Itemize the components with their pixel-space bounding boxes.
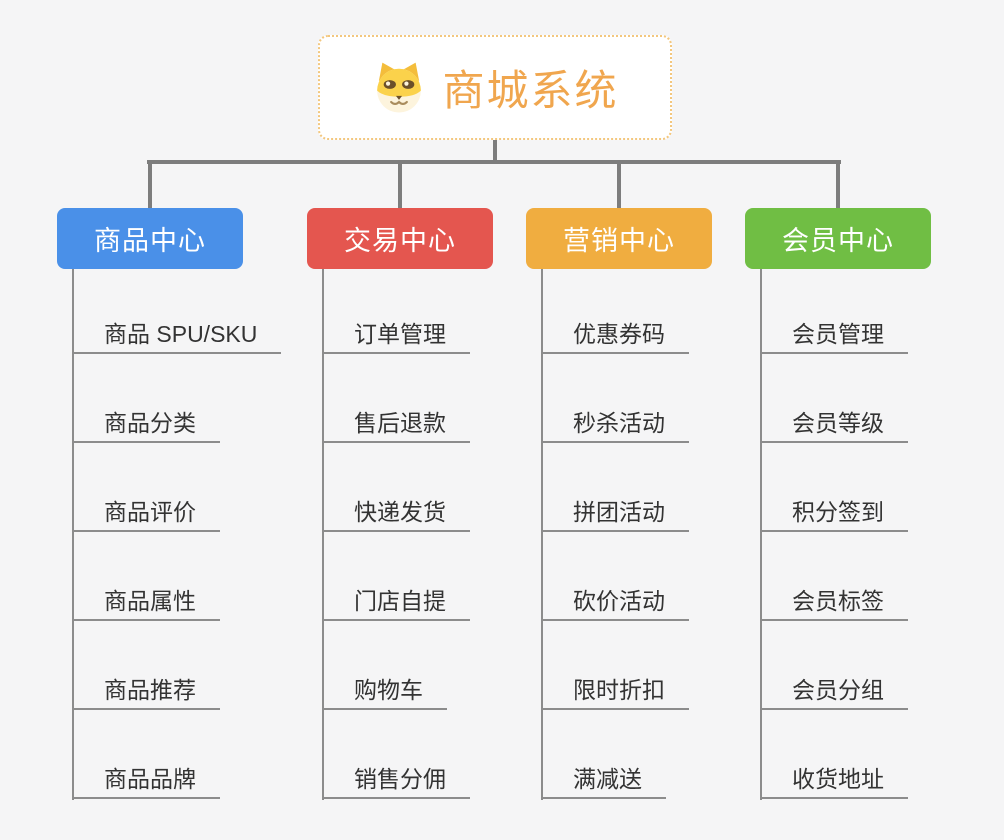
branch-item[interactable]: 商品推荐	[72, 621, 220, 710]
branch-connector-line	[72, 269, 74, 800]
branch-item[interactable]: 收货地址	[760, 710, 908, 799]
branch-header[interactable]: 商品中心	[57, 208, 243, 269]
connector-branch-drop	[398, 160, 402, 209]
branch-item[interactable]: 购物车	[322, 621, 447, 710]
branch-item[interactable]: 会员管理	[760, 265, 908, 354]
branch-item[interactable]: 订单管理	[322, 265, 470, 354]
branch-item[interactable]: 拼团活动	[541, 443, 689, 532]
branch-item[interactable]: 商品分类	[72, 354, 220, 443]
branch-item-list: 优惠券码秒杀活动拼团活动砍价活动限时折扣满减送	[526, 265, 689, 799]
branch-item[interactable]: 售后退款	[322, 354, 470, 443]
branch-label: 会员中心	[782, 226, 894, 256]
branch-2: 营销中心 优惠券码秒杀活动拼团活动砍价活动限时折扣满减送	[526, 208, 712, 800]
branch-item[interactable]: 会员等级	[760, 354, 908, 443]
branch-label: 交易中心	[344, 226, 456, 256]
branch-connector-line	[541, 269, 543, 800]
branch-item[interactable]: 积分签到	[760, 443, 908, 532]
branch-item[interactable]: 销售分佣	[322, 710, 470, 799]
root-node[interactable]: 商城系统	[318, 35, 672, 140]
branch-header[interactable]: 会员中心	[745, 208, 931, 269]
branch-item[interactable]: 快递发货	[322, 443, 470, 532]
branch-1: 交易中心 订单管理售后退款快递发货门店自提购物车销售分佣	[307, 208, 493, 800]
branch-label: 营销中心	[563, 226, 675, 256]
branch-item[interactable]: 商品属性	[72, 532, 220, 621]
connector-root-drop	[493, 138, 497, 164]
branch-item[interactable]: 优惠券码	[541, 265, 689, 354]
branch-item[interactable]: 门店自提	[322, 532, 470, 621]
branch-label: 商品中心	[94, 226, 206, 256]
connector-trunk-horizontal	[147, 160, 841, 164]
branch-connector-line	[760, 269, 762, 800]
branch-item[interactable]: 商品评价	[72, 443, 220, 532]
branch-header[interactable]: 营销中心	[526, 208, 712, 269]
branch-item[interactable]: 砍价活动	[541, 532, 689, 621]
branch-item[interactable]: 满减送	[541, 710, 666, 799]
dog-face-icon	[371, 60, 427, 116]
branch-item[interactable]: 商品 SPU/SKU	[72, 265, 282, 354]
branch-connector-line	[322, 269, 324, 800]
branch-item[interactable]: 会员分组	[760, 621, 908, 710]
branch-item[interactable]: 商品品牌	[72, 710, 220, 799]
branch-item[interactable]: 会员标签	[760, 532, 908, 621]
connector-branch-drop	[148, 160, 152, 209]
branch-header[interactable]: 交易中心	[307, 208, 493, 269]
connector-branch-drop	[836, 160, 840, 209]
root-title: 商城系统	[442, 67, 619, 114]
branch-item-list: 订单管理售后退款快递发货门店自提购物车销售分佣	[307, 265, 470, 799]
branch-item[interactable]: 秒杀活动	[541, 354, 689, 443]
branch-item[interactable]: 限时折扣	[541, 621, 689, 710]
connector-branch-drop	[617, 160, 621, 209]
branch-3: 会员中心 会员管理会员等级积分签到会员标签会员分组收货地址	[745, 208, 931, 800]
branch-item-list: 会员管理会员等级积分签到会员标签会员分组收货地址	[745, 265, 908, 799]
